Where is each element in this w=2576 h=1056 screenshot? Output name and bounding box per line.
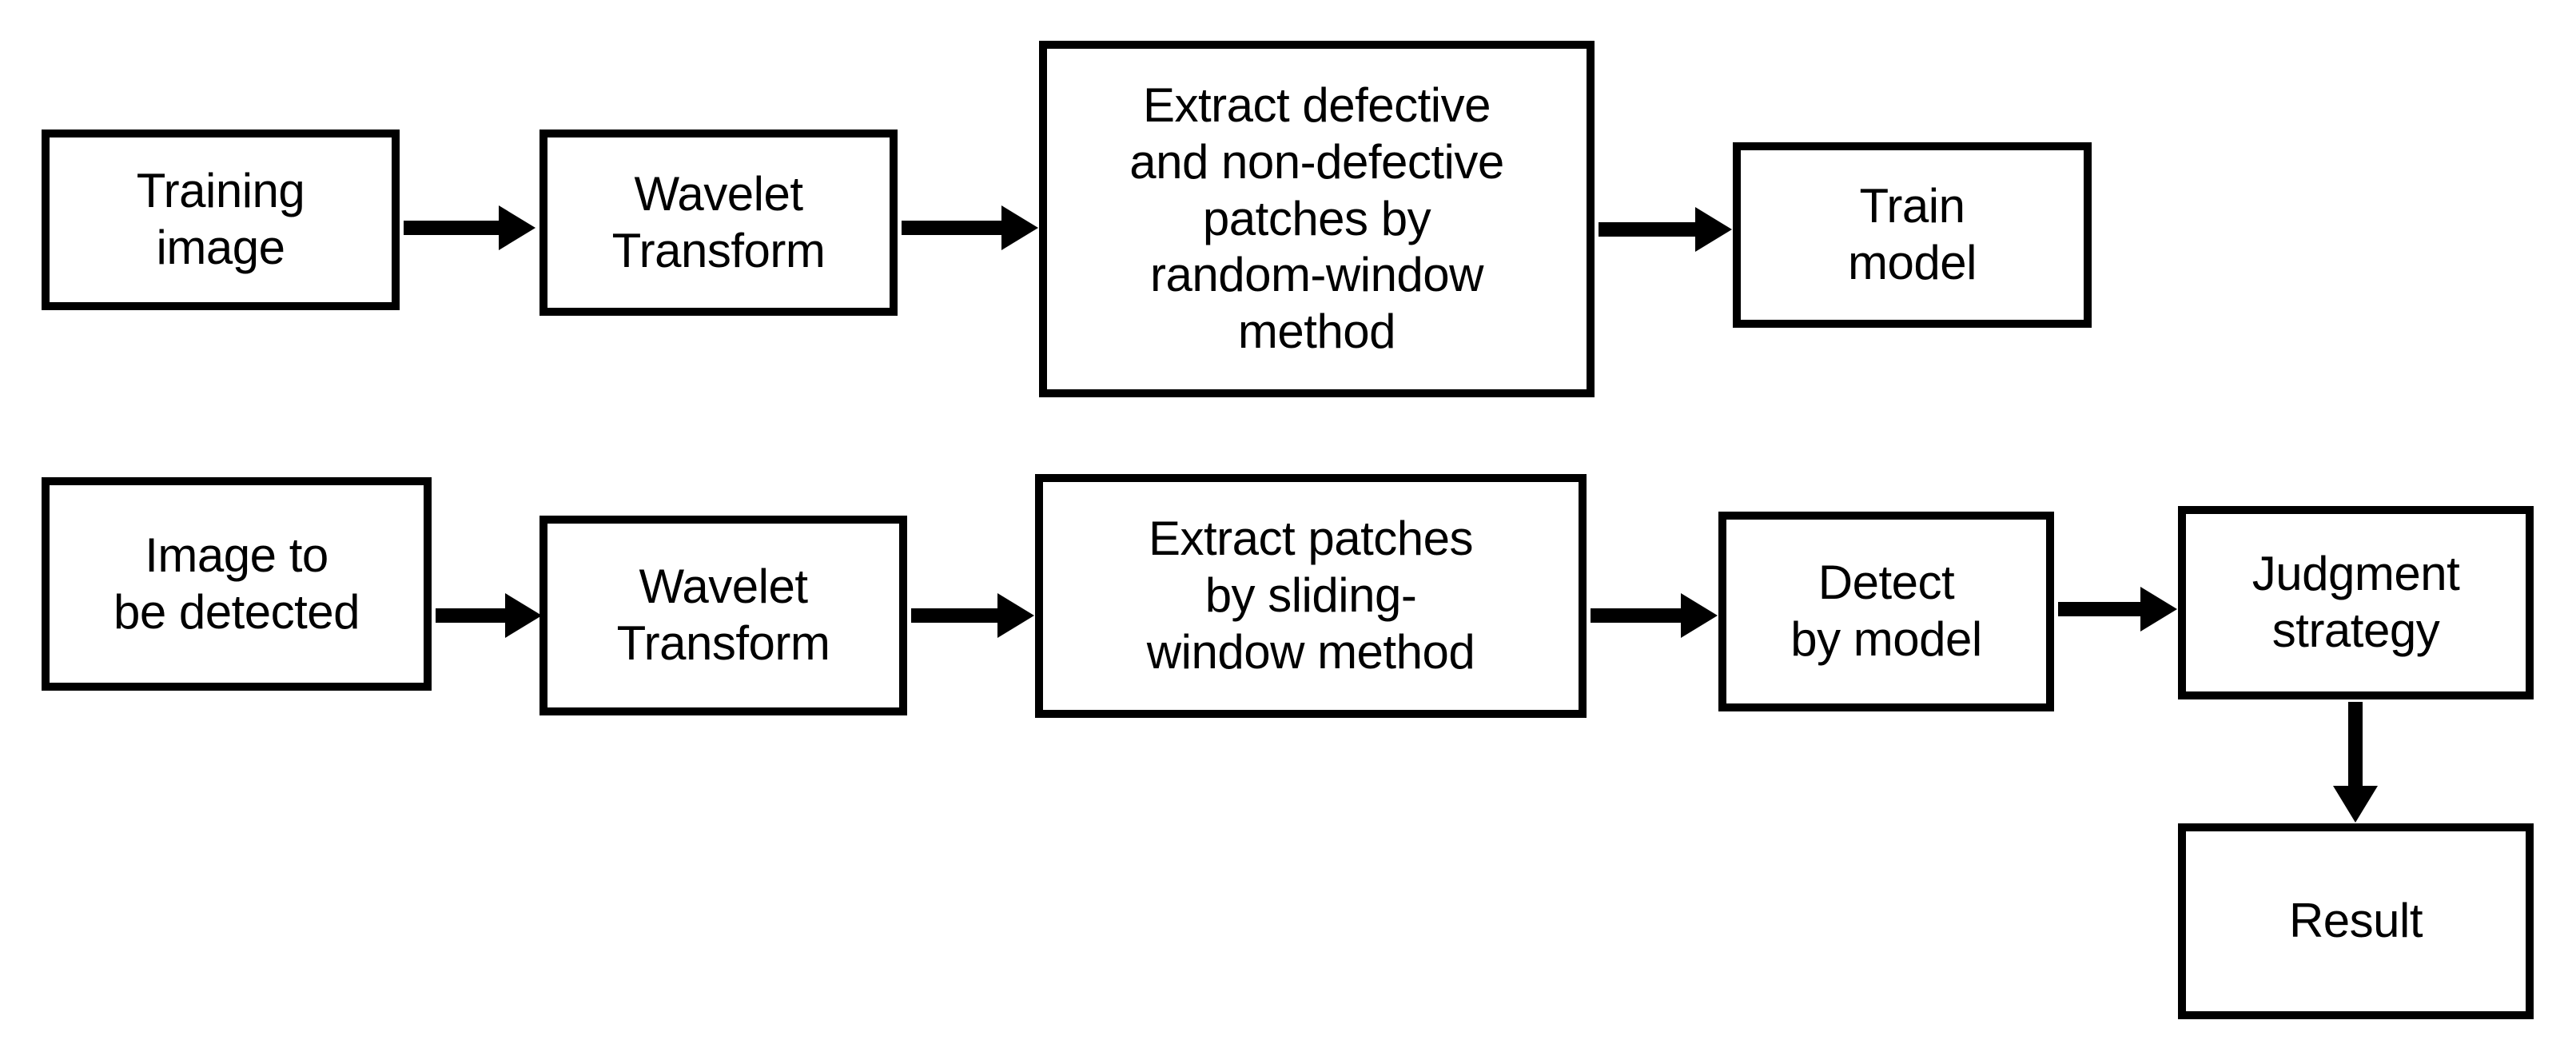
arrow-head-icon [1001, 205, 1038, 250]
node-result-label: Result [2288, 894, 2423, 948]
node-extract-sliding-window-label: Extract patches by sliding- window metho… [1146, 512, 1475, 679]
node-detect-by-model[interactable]: Detect by model [1718, 512, 2054, 711]
node-extract-random-window-label: Extract defective and non-defective patc… [1129, 78, 1504, 359]
arrow-head-icon [2333, 786, 2378, 823]
node-wavelet-transform-bottom[interactable]: Wavelet Transform [539, 516, 907, 715]
arrow-head-icon [505, 593, 542, 638]
node-judgment-strategy[interactable]: Judgment strategy [2178, 506, 2534, 699]
arrow-shaft [436, 608, 508, 623]
node-image-to-be-detected[interactable]: Image to be detected [42, 477, 432, 691]
arrow-shaft [1591, 608, 1683, 623]
arrow-shaft [2348, 702, 2363, 788]
node-training-image-label: Training image [136, 164, 305, 274]
node-wavelet-transform-top[interactable]: Wavelet Transform [539, 130, 898, 316]
arrow-head-icon [499, 205, 536, 250]
node-wavelet-transform-bottom-label: Wavelet Transform [616, 560, 830, 670]
arrow-head-icon [1695, 207, 1732, 252]
arrow-shaft [911, 608, 1000, 623]
node-extract-sliding-window[interactable]: Extract patches by sliding- window metho… [1035, 474, 1587, 718]
arrow-head-icon [997, 593, 1034, 638]
arrow-head-icon [1681, 593, 1718, 638]
node-detect-by-model-label: Detect by model [1790, 556, 1982, 666]
node-train-model[interactable]: Train model [1733, 142, 2092, 328]
node-wavelet-transform-top-label: Wavelet Transform [611, 166, 826, 277]
node-judgment-strategy-label: Judgment strategy [2252, 547, 2460, 657]
node-image-to-be-detected-label: Image to be detected [113, 528, 360, 639]
node-train-model-label: Train model [1848, 179, 1977, 289]
node-training-image[interactable]: Training image [42, 130, 400, 310]
arrow-shaft [2058, 602, 2143, 616]
arrow-shaft [902, 221, 1004, 235]
arrow-shaft [404, 221, 501, 235]
node-extract-random-window[interactable]: Extract defective and non-defective patc… [1039, 41, 1595, 397]
node-result[interactable]: Result [2178, 823, 2534, 1019]
arrow-shaft [1599, 222, 1698, 237]
arrow-head-icon [2140, 587, 2177, 632]
